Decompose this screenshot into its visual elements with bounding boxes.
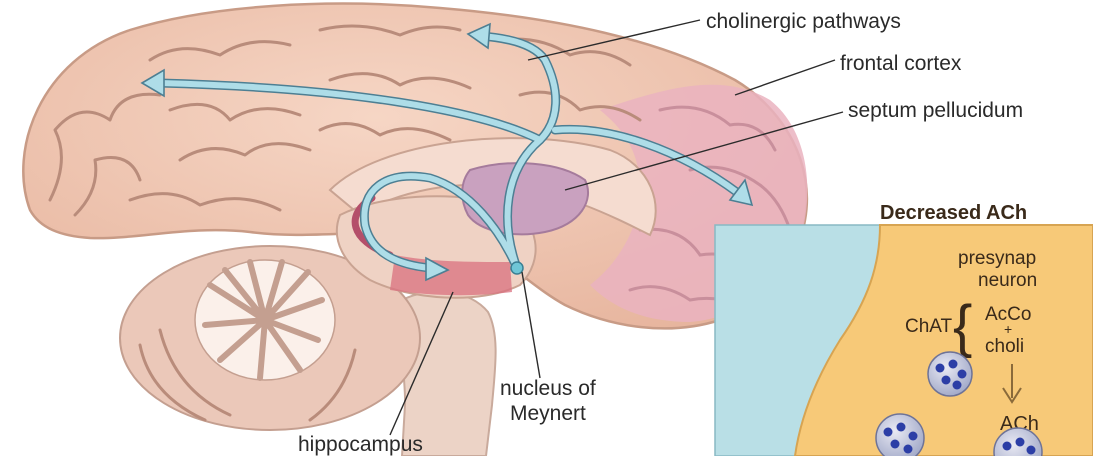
label-septum-pellucidum: septum pellucidum [848,99,1023,122]
label-nucleus-of-line1: nucleus of [500,377,596,400]
inset-substrate-line2: choli [985,336,1024,357]
inset-substrate-plus: + [1004,321,1012,337]
inset-title: Decreased ACh [880,202,1027,224]
inset-enzyme-label: ChAT [905,316,953,337]
label-hippocampus: hippocampus [298,433,423,456]
vesicle [928,352,972,396]
vesicle [876,414,924,456]
label-nucleus-of-line2: Meynert [510,402,586,425]
inset-presynaptic-line1: presynap [958,248,1036,269]
inset-presynaptic-line2: neuron [978,270,1037,291]
label-cholinergic-pathways: cholinergic pathways [706,10,901,33]
septum-pellucidum [462,163,588,234]
nucleus-of-meynert-marker [511,262,523,274]
brace-icon: { [953,294,972,359]
synapse-inset: Decreased ACh presynap neuron ChAT { AcC… [715,202,1093,456]
label-frontal-cortex: frontal cortex [840,52,962,75]
